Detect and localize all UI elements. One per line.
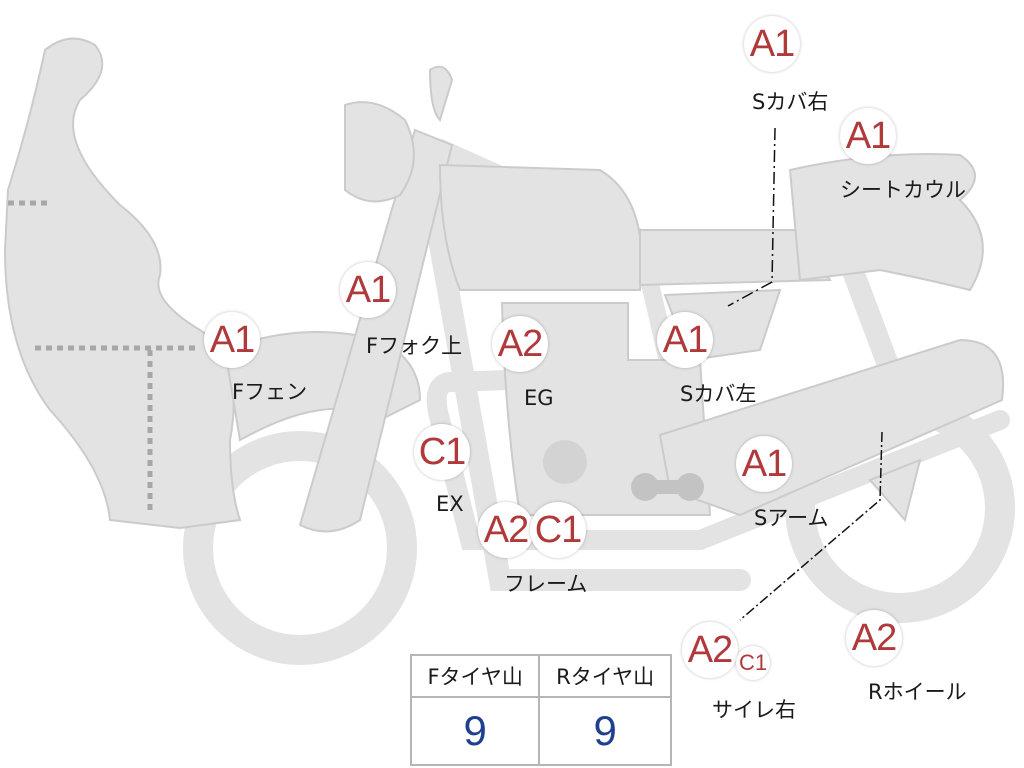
front-tire-value: 9 — [409, 696, 541, 766]
grade-badge-frame-c: C1 — [530, 502, 586, 558]
fuel-tank-shape — [438, 163, 643, 291]
muffler-shape — [868, 458, 922, 523]
part-label-s-cover-left: Sカバ左 — [680, 382, 757, 406]
part-label-muffler-right: サイレ右 — [712, 698, 796, 722]
fairing-shape — [3, 37, 242, 530]
engine-cover-shape — [543, 440, 587, 484]
headlight-shape — [344, 101, 415, 203]
part-label-exhaust: EX — [436, 492, 464, 516]
front-tire-header: Fタイヤ山 — [409, 654, 541, 698]
grade-badge-engine: A2 — [492, 316, 548, 372]
part-label-front-fork-upper: Fフォク上 — [366, 334, 463, 358]
front-fork-shape — [298, 128, 454, 533]
exhaust-pipe — [426, 370, 1010, 550]
grade-badge-s-cover-left: A1 — [657, 312, 713, 368]
part-label-seat-cowl: シートカウル — [840, 178, 966, 202]
grade-badge-s-cover-right: A1 — [744, 16, 800, 72]
grade-badge-exhaust: C1 — [414, 424, 470, 480]
grade-badge-seat-cowl: A1 — [840, 108, 896, 164]
grade-badge-muffler-right-c: C1 — [736, 646, 770, 680]
part-label-swing-arm: Sアーム — [754, 506, 829, 530]
part-label-front-fender: Fフェン — [232, 380, 308, 404]
leader-muffler-right — [739, 431, 883, 621]
rear-tire-value: 9 — [538, 696, 672, 766]
grade-badge-front-fork-upper: A1 — [340, 262, 396, 318]
leader-s-cover-right — [727, 127, 776, 307]
tire-tread-table: Fタイヤ山 Rタイヤ山 9 9 — [409, 654, 672, 766]
part-label-frame: フレーム — [504, 572, 588, 596]
part-label-engine: EG — [524, 386, 554, 410]
grade-badge-rear-wheel: A2 — [846, 610, 902, 666]
front-wheel-shape — [183, 431, 417, 665]
grade-badge-swing-arm: A1 — [736, 436, 792, 492]
part-label-s-cover-right: Sカバ右 — [752, 90, 829, 114]
seat-shape — [639, 229, 832, 287]
grade-badge-front-fender: A1 — [204, 312, 260, 368]
mirror-shape — [428, 65, 454, 122]
grade-badge-frame-a: A2 — [478, 502, 534, 558]
rear-tire-header: Rタイヤ山 — [538, 654, 672, 698]
part-label-rear-wheel: Rホイール — [868, 680, 967, 704]
frame-tube-down — [421, 189, 751, 591]
grade-badge-muffler-right-a: A2 — [682, 622, 738, 678]
